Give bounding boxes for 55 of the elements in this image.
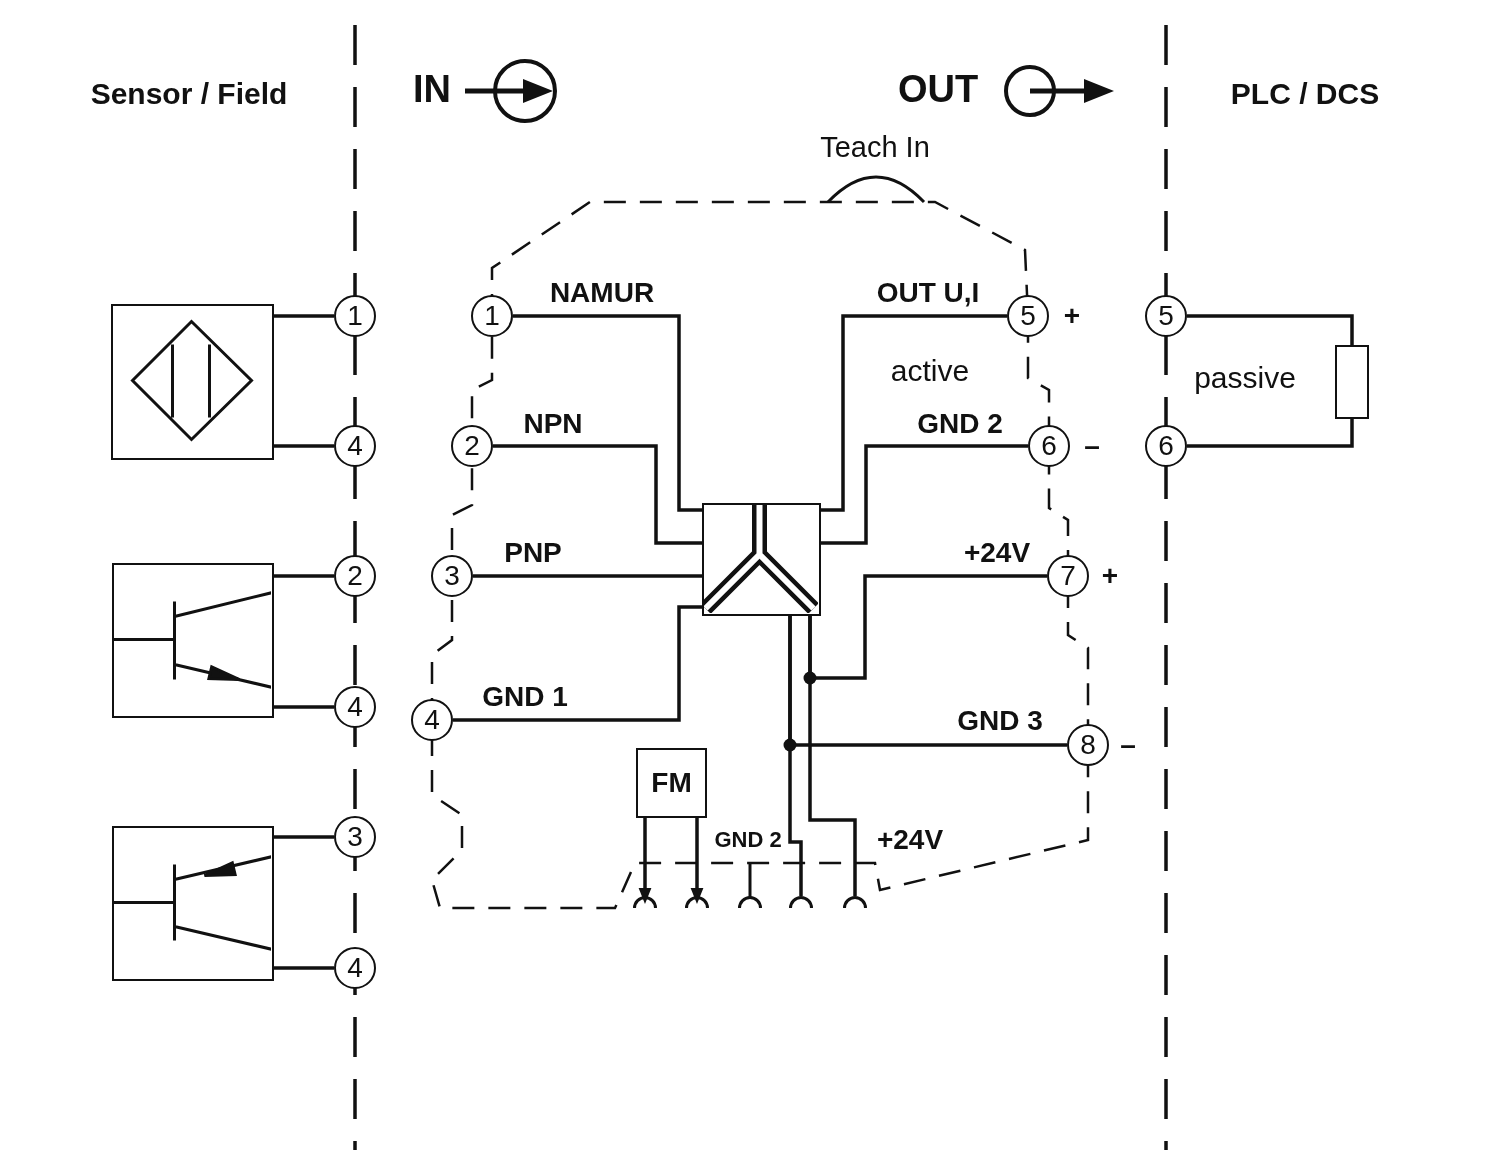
wire — [274, 966, 334, 970]
mode-label: active — [890, 353, 970, 387]
wire — [1187, 419, 1354, 448]
terminal-socket — [843, 896, 867, 908]
wire — [808, 616, 857, 896]
resistor-symbol — [1335, 345, 1369, 419]
terminal-marker: 3 — [431, 555, 473, 597]
terminal-marker: 2 — [451, 425, 493, 467]
terminal-marker: 7 — [1047, 555, 1089, 597]
terminal-marker: 8 — [1067, 724, 1109, 766]
wire — [274, 314, 334, 318]
wire — [788, 616, 803, 896]
arrow — [638, 818, 652, 904]
terminal-marker: 6 — [1028, 425, 1070, 467]
terminal-marker: 3 — [334, 816, 376, 858]
wire — [274, 444, 334, 448]
terminal-marker: 2 — [334, 555, 376, 597]
terminal-socket — [789, 896, 813, 908]
mode-label: passive — [1194, 360, 1296, 394]
arrow — [690, 818, 704, 904]
terminal-socket — [685, 896, 709, 908]
column-heading: PLC / DCS — [1230, 76, 1380, 110]
sensor-box — [111, 304, 274, 460]
terminal-marker: 6 — [1145, 425, 1187, 467]
wire — [453, 605, 702, 722]
button-label: Teach In — [820, 132, 930, 164]
input-heading: IN — [413, 69, 451, 111]
function-module-box: FM — [636, 748, 707, 818]
wire — [274, 574, 334, 578]
sensor-box — [112, 563, 274, 718]
terminal-marker: 1 — [334, 295, 376, 337]
wire — [493, 444, 702, 545]
output-heading: OUT — [897, 69, 979, 111]
wire — [821, 314, 1007, 512]
terminal-marker: 5 — [1145, 295, 1187, 337]
wire — [473, 574, 702, 578]
polarity-sign: – — [1120, 729, 1136, 761]
terminal-socket — [738, 896, 762, 908]
sensor-box — [112, 826, 274, 981]
terminal-marker: 4 — [334, 947, 376, 989]
terminal-marker: 5 — [1007, 295, 1049, 337]
terminal-marker: 4 — [334, 425, 376, 467]
terminal-marker: 4 — [334, 686, 376, 728]
wire — [1187, 314, 1354, 345]
terminal-marker: 1 — [471, 295, 513, 337]
polarity-sign: – — [1084, 430, 1100, 462]
polarity-sign: + — [1063, 300, 1081, 332]
wire — [274, 705, 334, 709]
wire — [513, 314, 702, 512]
terminal-socket — [633, 896, 657, 908]
terminal-marker: 4 — [411, 699, 453, 741]
polarity-sign: + — [1101, 560, 1119, 592]
wire — [821, 444, 1028, 545]
wire — [274, 835, 334, 839]
column-heading: Sensor / Field — [90, 76, 288, 110]
